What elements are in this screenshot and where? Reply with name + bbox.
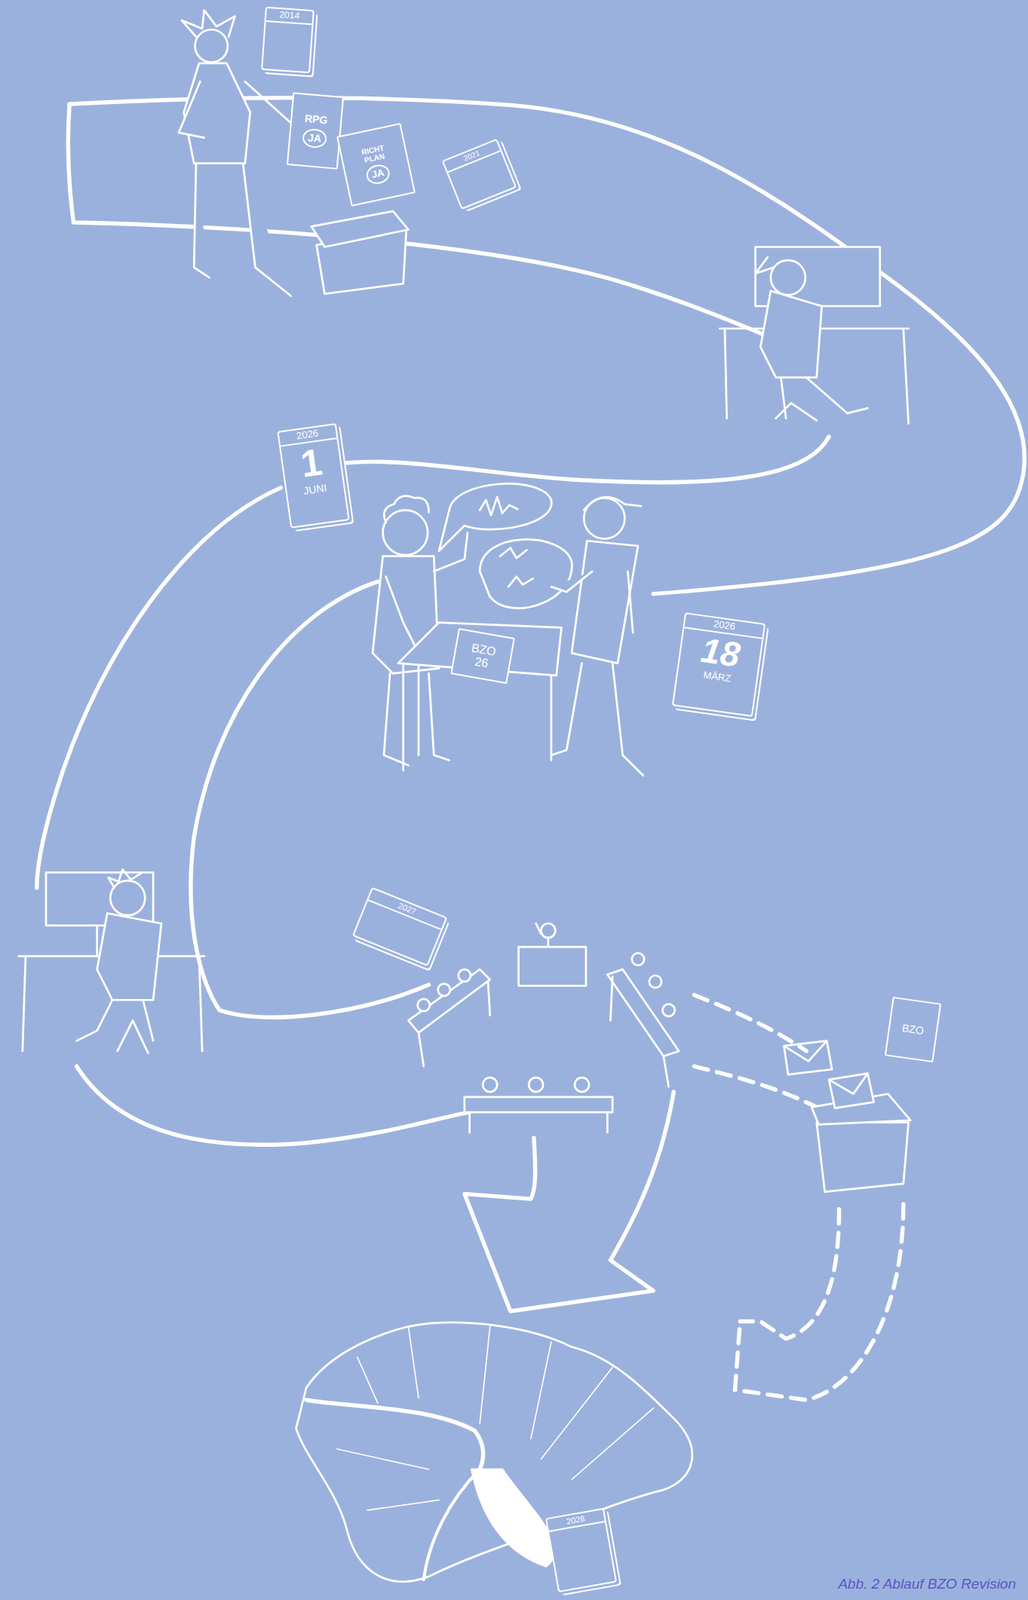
calendar-page: 2027 [352, 886, 449, 967]
node-text: RICHT PLAN [356, 142, 390, 166]
figures [18, 10, 911, 1583]
year-label: 2027 [368, 889, 446, 931]
ballot-paper: RPGJA [286, 92, 344, 170]
node-text: 18 [698, 631, 743, 675]
node-text: JUNI [303, 482, 329, 498]
ballot-paper: RICHT PLANJA [336, 122, 415, 207]
node-text: JA [301, 127, 328, 149]
figure-caption: Abb. 2 Ablauf BZO Revision [837, 1576, 1016, 1593]
node-text: 1 [298, 441, 326, 486]
document: BZO 26 [450, 628, 515, 685]
node-text: MÄRZ [702, 669, 731, 685]
node-text: BZO 26 [465, 640, 501, 673]
year-label: 2014 [266, 8, 314, 25]
letter: BZO [883, 997, 941, 1063]
year-label: 2021 [443, 141, 501, 174]
node-text: JA [364, 162, 391, 186]
dashed-route [693, 994, 903, 1400]
calendar-page: 2028 [545, 1508, 617, 1593]
road [36, 98, 1025, 1312]
year-label: 2028 [546, 1509, 605, 1533]
calendar-page: 2014 [260, 6, 315, 74]
node-text: RPG [304, 113, 329, 127]
node-text: BZO [901, 1022, 925, 1038]
calendar-page: 20261JUNI [277, 423, 350, 529]
calendar-page: 2021 [441, 138, 516, 211]
calendar-page: 202618MÄRZ [672, 612, 767, 717]
